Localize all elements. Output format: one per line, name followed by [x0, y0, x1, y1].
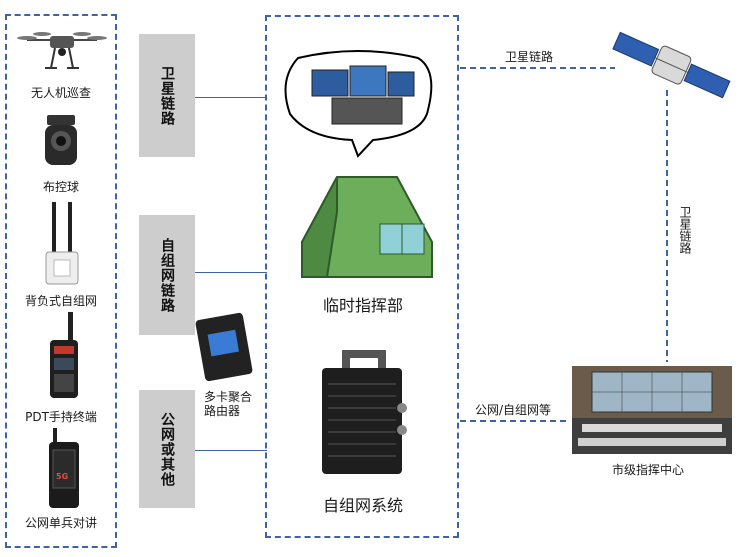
router-icon — [195, 312, 253, 382]
satellite-right-dashed-line — [666, 90, 668, 362]
pdt-handheld-icon — [50, 312, 78, 398]
city-center-icon — [572, 366, 732, 454]
satellite-top-label: 卫星链路 — [505, 50, 554, 64]
backpack-mesh-icon — [45, 202, 79, 285]
mesh-link-box: 自组网链路 — [139, 215, 195, 335]
city-center-label: 市级指挥中心 — [612, 463, 685, 477]
public-link-box: 公网或其他 — [139, 390, 195, 508]
device-label-pdt-terminal: PDT手持终端 — [25, 410, 97, 424]
satellite-icon — [612, 31, 731, 99]
phone-screen-text: 5G — [56, 472, 69, 481]
dome-camera-icon — [45, 115, 77, 165]
mesh-system-icon — [322, 350, 407, 474]
drone-icon — [17, 32, 107, 69]
mesh-system-label: 自组网系统 — [322, 496, 403, 515]
satellite-top-dashed-line — [460, 67, 615, 69]
public-bottom-label: 公网/自组网等 — [475, 403, 552, 417]
connector-public — [195, 450, 267, 451]
router-label: 多卡聚合路由器 — [204, 390, 253, 418]
mesh-link-label: 自组网链路 — [159, 237, 175, 313]
device-label-backpack-mesh: 背负式自组网 — [24, 294, 97, 308]
public-link-label: 公网或其他 — [159, 411, 175, 487]
speech-bubble-icon — [284, 50, 433, 158]
device-label-dome-camera: 布控球 — [42, 180, 79, 194]
device-label-public-radio: 公网单兵对讲 — [24, 516, 97, 530]
field-command-box — [265, 15, 459, 538]
connector-satellite — [195, 97, 267, 98]
connector-mesh — [195, 272, 267, 273]
satellite-link-box: 卫星链路 — [139, 34, 195, 157]
device-label-drone: 无人机巡查 — [30, 86, 91, 100]
satellite-right-label: 卫星链路 — [678, 206, 692, 254]
tent-icon — [301, 176, 433, 278]
terminal-group-box — [5, 14, 117, 548]
public-bottom-dashed-line — [460, 420, 568, 422]
temp-command-label: 临时指挥部 — [322, 296, 403, 315]
public-radio-icon — [49, 428, 79, 508]
satellite-link-label: 卫星链路 — [159, 65, 175, 126]
